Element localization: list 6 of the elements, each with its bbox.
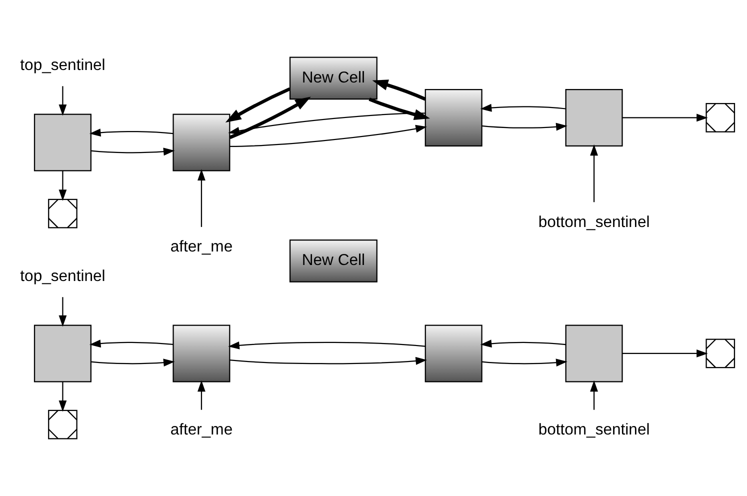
node-text: after_me <box>170 421 233 438</box>
node-text: bottom_sentinel <box>538 421 650 438</box>
node-text: top_sentinel <box>20 56 106 74</box>
node-text: after_me <box>170 238 233 256</box>
node-text: top_sentinel <box>20 268 106 285</box>
node-text: bottom_sentinel <box>538 214 650 231</box>
